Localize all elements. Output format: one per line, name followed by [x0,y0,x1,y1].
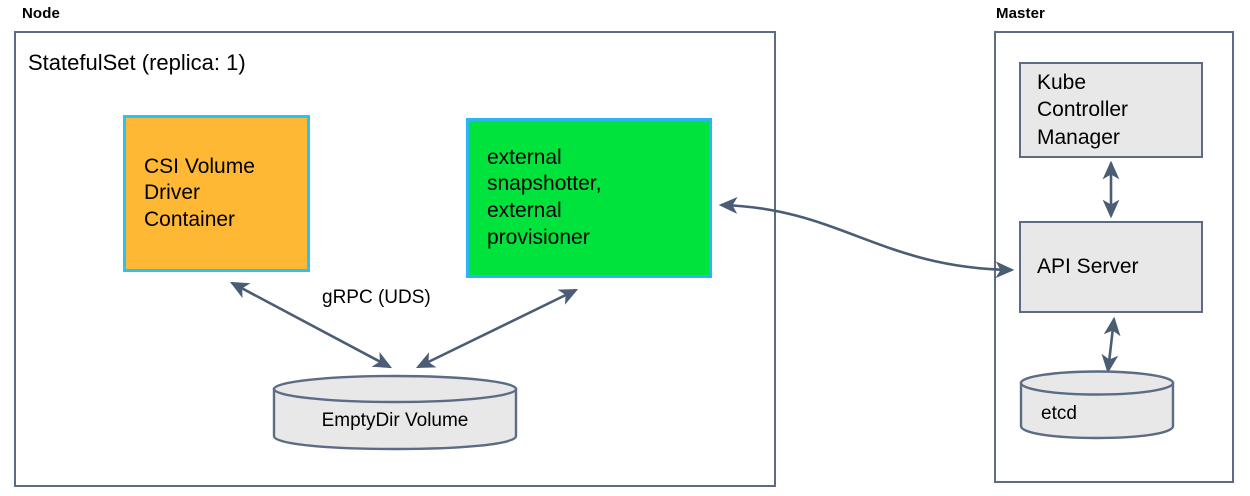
emptydir-shape [272,374,518,451]
csi-volume-driver-container-box[interactable]: CSI Volume Driver Container [123,115,310,272]
csi-volume-driver-container-label: CSI Volume Driver Container [144,154,255,231]
statefulset-title: StatefulSet (replica: 1) [28,50,246,75]
node-group-label: Node [22,5,60,22]
etcd-cylinder[interactable]: etcd [1019,370,1175,440]
api-server-box[interactable]: API Server [1019,221,1203,313]
etcd-label: etcd [1041,403,1077,424]
external-sidecars-label: external snapshotter, external provision… [487,145,602,249]
master-group-label: Master [996,5,1045,22]
emptydir-volume-label: EmptyDir Volume [321,410,469,431]
external-sidecars-box[interactable]: external snapshotter, external provision… [466,118,712,278]
etcd-shape [1019,370,1175,440]
emptydir-volume-cylinder[interactable]: EmptyDir Volume [272,374,518,451]
api-server-label: API Server [1037,255,1139,279]
kube-controller-manager-label: Kube Controller Manager [1037,71,1129,149]
kube-controller-manager-box[interactable]: Kube Controller Manager [1019,62,1203,158]
grpc-edge-label: gRPC (UDS) [322,287,431,308]
